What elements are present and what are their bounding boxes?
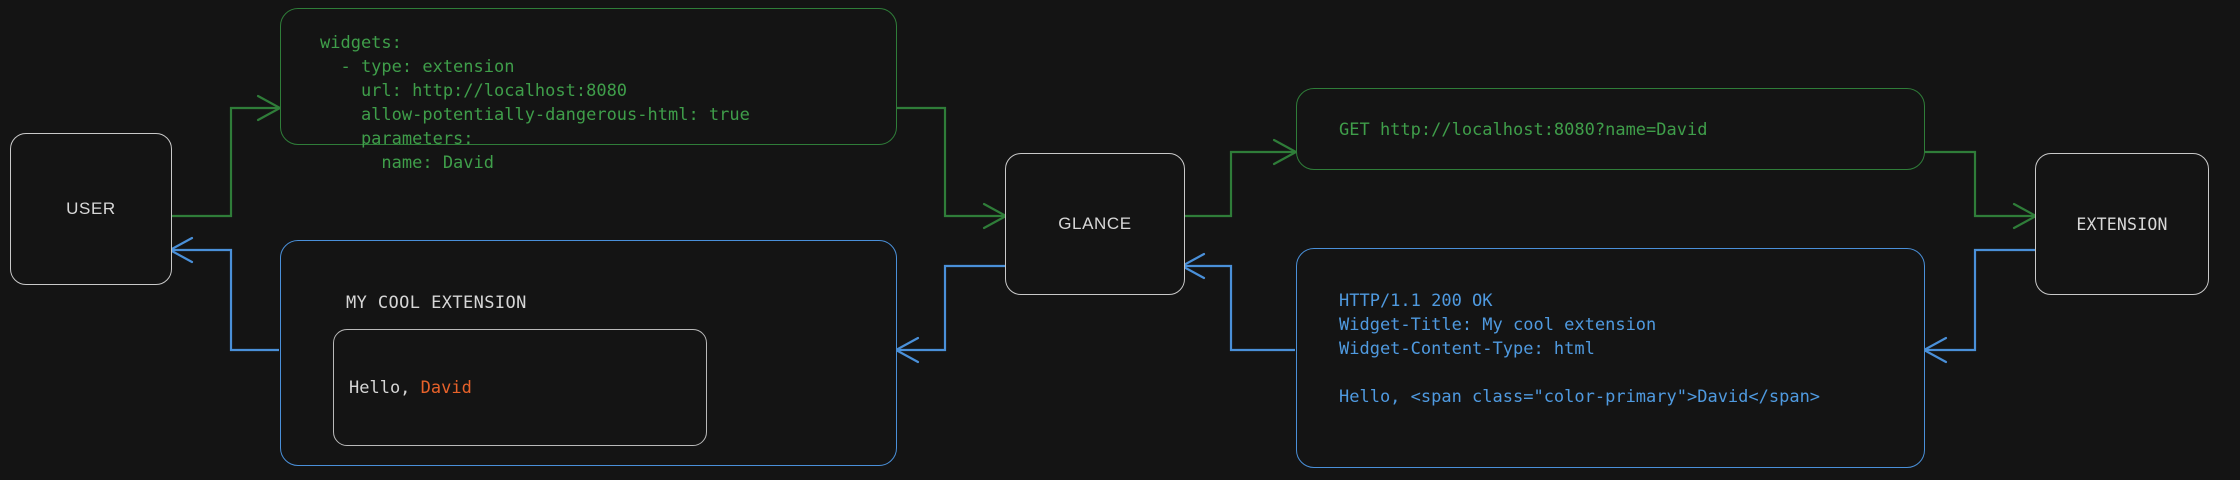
widget-greeting: Hello, David	[349, 378, 472, 398]
arrowhead-extension-in	[2012, 202, 2039, 230]
node-user[interactable]: USER	[10, 133, 172, 285]
arrowhead-request-in	[1272, 138, 1299, 166]
config-yaml-text: widgets: - type: extension url: http://l…	[320, 33, 750, 173]
arrowhead-response-in	[1921, 336, 1948, 364]
node-extension-label: EXTENSION	[2076, 214, 2168, 234]
http-request-text: GET http://localhost:8080?name=David	[1339, 120, 1708, 140]
wire-widget-to-user	[171, 248, 279, 352]
http-request-box[interactable]: GET http://localhost:8080?name=David	[1296, 88, 1925, 170]
wire-glance-to-widget	[897, 264, 1005, 352]
wire-glance-to-request	[1183, 150, 1295, 218]
node-glance[interactable]: GLANCE	[1005, 153, 1185, 295]
widget-preview-box[interactable]: MY COOL EXTENSION Hello, David	[280, 240, 897, 466]
arrowhead-glance-in-green	[982, 202, 1009, 230]
widget-preview-title: MY COOL EXTENSION	[346, 293, 527, 313]
arrowhead-config-in	[256, 94, 283, 122]
arrowhead-widget-in	[893, 336, 920, 364]
node-user-label: USER	[66, 199, 116, 218]
wire-config-to-glance	[897, 106, 1005, 218]
wire-extension-to-response	[1925, 248, 2035, 352]
widget-greeting-name: David	[420, 378, 472, 398]
arrowhead-user-in	[167, 236, 194, 264]
http-response-box[interactable]: HTTP/1.1 200 OK Widget-Title: My cool ex…	[1296, 248, 1925, 468]
node-glance-label: GLANCE	[1058, 214, 1132, 233]
http-response-text: HTTP/1.1 200 OK Widget-Title: My cool ex…	[1339, 291, 1821, 407]
widget-preview-body: Hello, David	[333, 329, 707, 446]
node-extension[interactable]: EXTENSION	[2035, 153, 2209, 295]
wire-user-to-config	[171, 106, 279, 218]
wire-response-to-glance	[1183, 264, 1295, 352]
config-box[interactable]: widgets: - type: extension url: http://l…	[280, 8, 897, 173]
arrowhead-glance-in-blue	[1179, 252, 1206, 280]
wire-request-to-extension	[1925, 150, 2035, 218]
widget-greeting-prefix: Hello,	[349, 378, 421, 398]
